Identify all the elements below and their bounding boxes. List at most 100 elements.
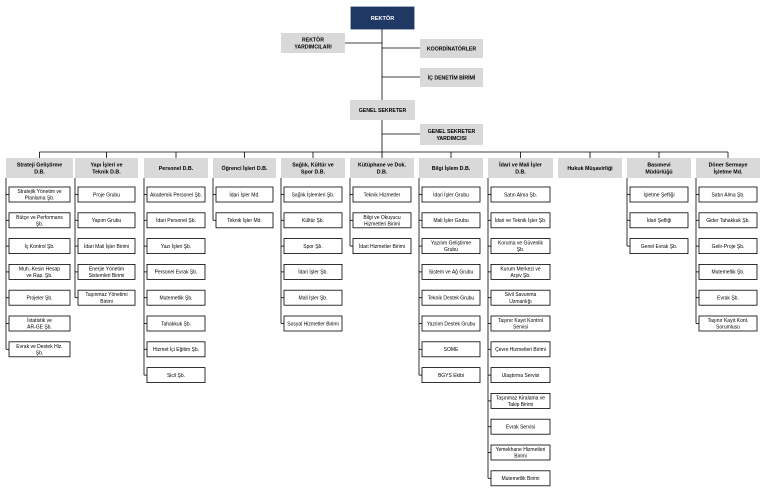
unit-box-text: Kültür Şb. — [302, 218, 324, 224]
unit-box — [77, 186, 136, 203]
rektor-yardimcilari-box — [281, 33, 345, 53]
unit-box-text: Yazı İşleri Şb. — [161, 243, 191, 250]
unit-box — [146, 238, 206, 255]
unit-box — [490, 315, 551, 332]
unit-box-text: Mutemetlik Birimi — [501, 476, 539, 482]
department-header-5 — [281, 158, 345, 178]
unit-box — [698, 263, 758, 280]
koordinatorler-box — [420, 39, 483, 58]
unit-box — [283, 212, 343, 229]
unit-box-text: Çevre Hizmetleri Birimi — [495, 347, 546, 353]
unit-box-text: Yazılım Destek Grubu — [427, 321, 476, 327]
unit-box — [629, 212, 689, 229]
unit-box — [283, 238, 343, 255]
unit-box — [490, 212, 551, 229]
unit-box-text: Ulaştırma Servisi — [502, 373, 540, 379]
unit-box — [490, 289, 551, 306]
unit-box — [421, 315, 481, 332]
department-header-4 — [213, 158, 276, 178]
department-header-7-text: Bilgi İşlem D.B. — [432, 165, 471, 172]
unit-box — [490, 186, 551, 203]
unit-box — [421, 341, 481, 358]
unit-box — [283, 186, 343, 203]
unit-box — [146, 186, 206, 203]
unit-box — [352, 238, 412, 255]
unit-box-text: İç Kontrol Şb. — [24, 243, 54, 250]
unit-box-text: İdari Personel Şb. — [156, 217, 196, 224]
unit-box-text: İdari İşler Md. — [229, 191, 259, 198]
unit-box — [698, 238, 758, 255]
unit-box — [77, 212, 136, 229]
unit-box-text: Mutemetlik Şb. — [159, 296, 192, 302]
unit-box — [698, 212, 758, 229]
unit-box-text: BGYS Ekibi — [438, 373, 464, 379]
unit-box — [490, 367, 551, 384]
genel-sekreter-box — [350, 100, 415, 120]
department-header-8 — [488, 158, 553, 178]
unit-box — [698, 315, 758, 332]
unit-box — [77, 263, 136, 280]
unit-box-text: Taşınır Kayıt Kont.Sorumlusu — [708, 318, 749, 331]
unit-box — [146, 315, 206, 332]
unit-box — [490, 470, 551, 487]
unit-box-text: Satın Alma Şb. — [711, 192, 744, 198]
unit-box-text: Yapım Grubu — [92, 218, 122, 224]
department-header-1 — [6, 158, 73, 178]
gs-yardimcisi-box — [420, 124, 483, 145]
unit-box — [421, 186, 481, 203]
department-header-3 — [144, 158, 208, 178]
unit-box — [490, 263, 551, 280]
unit-box-text: Sicil Şb. — [167, 373, 185, 379]
unit-box — [146, 289, 206, 306]
department-header-3-text: Personel D.B. — [159, 166, 194, 172]
unit-box — [352, 186, 412, 203]
unit-box — [421, 212, 481, 229]
unit-box-text: İdari Hizmetler Birimi — [359, 243, 405, 250]
unit-box — [421, 263, 481, 280]
unit-box-text: İdari İşler Şb. — [298, 269, 327, 276]
rektor-box-text: REKTÖR — [371, 15, 395, 22]
unit-box-text: İdari Şefliği — [647, 217, 672, 224]
unit-box-text: İdari ve Teknik İşler Şb. — [495, 217, 547, 224]
department-header-9 — [558, 158, 622, 178]
unit-box-text: Hizmet İçi Eğitim Şb. — [153, 346, 199, 353]
unit-box-text: Mali İşler Şb. — [299, 295, 328, 302]
unit-box — [421, 367, 481, 384]
unit-box — [8, 186, 71, 203]
unit-box-text: Personel Evrak Şb. — [155, 270, 198, 276]
unit-box — [283, 289, 343, 306]
unit-box-text: Evrak Servisi — [506, 425, 535, 431]
unit-box — [8, 341, 71, 358]
unit-box — [421, 238, 481, 255]
department-header-10 — [627, 158, 691, 178]
department-header-6-text: Kütüphane ve Dok.D.B. — [358, 162, 407, 175]
unit-box — [8, 263, 71, 280]
department-header-9-text: Hukuk Müşavirliği — [567, 166, 613, 172]
unit-box-text: İşletme Şefliği — [643, 191, 674, 198]
unit-box-text: Teknik Hizmetler — [364, 192, 401, 198]
unit-box — [629, 238, 689, 255]
unit-box-text: Evrak ve Destek Hiz.Şb. — [16, 344, 62, 357]
unit-box-text: Satın Alma Şb. — [504, 192, 537, 198]
unit-box-text: Gider Tahakkuk Şb. — [706, 218, 750, 224]
unit-box — [283, 263, 343, 280]
unit-box — [490, 418, 551, 435]
unit-box — [146, 341, 206, 358]
unit-box-text: Projeler Şb. — [26, 296, 52, 302]
unit-box — [698, 186, 758, 203]
unit-box-text: Teknik İşler Md. — [227, 217, 262, 224]
rektor-box — [350, 6, 415, 30]
